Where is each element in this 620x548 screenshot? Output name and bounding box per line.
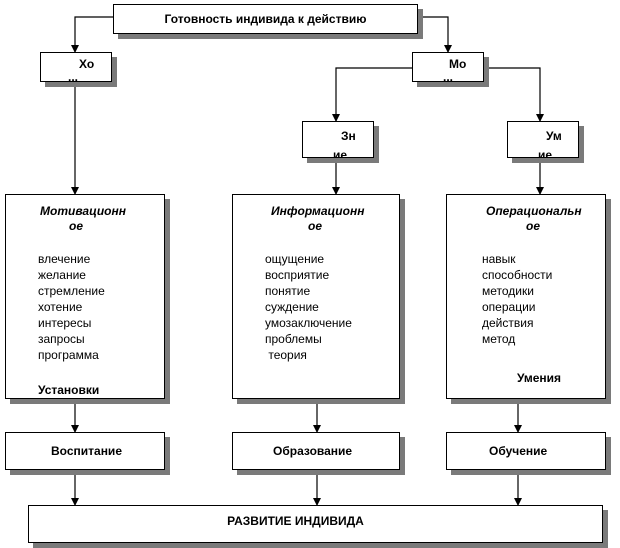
connector-mo-to-um: [484, 67, 544, 122]
xo-box-line2: ...: [68, 70, 79, 82]
zn-box-line1: Зн: [341, 129, 356, 143]
operational-title-line2: ое: [526, 219, 541, 233]
motivation-footer: Установки: [38, 383, 100, 397]
motivation-list: влечение желание стремление хотение инте…: [38, 251, 105, 363]
list-item: умозаключение: [265, 316, 352, 330]
xo-box-line1: Хо: [79, 57, 95, 71]
zn-box-line2: ие: [333, 148, 348, 158]
list-item: понятие: [265, 284, 311, 298]
top-box: Готовность индивида к действию: [113, 4, 418, 34]
list-item: стремление: [38, 284, 105, 298]
list-item: суждение: [265, 300, 319, 314]
mo-box: Мо ...: [412, 52, 484, 82]
motivation-box: Мотивационн ое влечение желание стремлен…: [5, 194, 165, 399]
obrazovanie-label: Образование: [273, 444, 353, 458]
motivation-title-line2: ое: [69, 219, 84, 233]
top-box-title: Готовность индивида к действию: [164, 12, 367, 26]
um-box-line1: Ум: [546, 129, 562, 143]
vospitanie-label: Воспитание: [51, 444, 122, 458]
list-item: навык: [482, 252, 516, 266]
result-title: РАЗВИТИЕ ИНДИВИДА: [227, 514, 364, 528]
vospitanie-box: Воспитание: [5, 432, 165, 470]
information-box: Информационн ое ощущение восприятие поня…: [232, 194, 400, 399]
operational-list: навык способности методики операции дейс…: [482, 251, 552, 347]
list-item: запросы: [38, 332, 85, 346]
connector-top-to-xo: [71, 16, 113, 53]
information-title-line1: Информационн: [271, 204, 365, 218]
list-item: влечение: [38, 252, 91, 266]
list-item: операции: [482, 300, 536, 314]
connector-top-to-mo: [418, 16, 452, 53]
list-item: интересы: [38, 316, 92, 330]
operational-title-line1: Операциональн: [486, 204, 582, 218]
list-item: действия: [482, 316, 534, 330]
operational-footer: Умения: [517, 371, 562, 385]
list-item: восприятие: [265, 268, 330, 282]
list-item: желание: [38, 268, 86, 282]
information-list: ощущение восприятие понятие суждение умо…: [265, 251, 352, 363]
motivation-title-line1: Мотивационн: [40, 204, 126, 218]
list-item: метод: [482, 332, 516, 346]
operational-box: Операциональн ое навык способности метод…: [446, 194, 606, 399]
obuchenie-box: Обучение: [446, 432, 606, 470]
obrazovanie-box: Образование: [232, 432, 400, 470]
mo-box-line2: ...: [443, 70, 454, 82]
mo-box-line1: Мо: [449, 57, 467, 71]
um-box: Ум ие: [507, 121, 579, 158]
obuchenie-label: Обучение: [489, 444, 548, 458]
information-title-line2: ое: [308, 219, 323, 233]
list-item: методики: [482, 284, 534, 298]
list-item: теория: [265, 348, 307, 362]
list-item: способности: [482, 268, 553, 282]
list-item: ощущение: [265, 252, 325, 266]
list-item: проблемы: [265, 332, 322, 346]
list-item: хотение: [38, 300, 83, 314]
connector-mo-to-zn: [332, 67, 412, 122]
list-item: программа: [38, 348, 99, 362]
result-box: РАЗВИТИЕ ИНДИВИДА: [28, 505, 603, 543]
zn-box: Зн ие: [302, 121, 374, 158]
xo-box: Хо ...: [40, 52, 112, 82]
um-box-line2: ие: [538, 148, 553, 158]
